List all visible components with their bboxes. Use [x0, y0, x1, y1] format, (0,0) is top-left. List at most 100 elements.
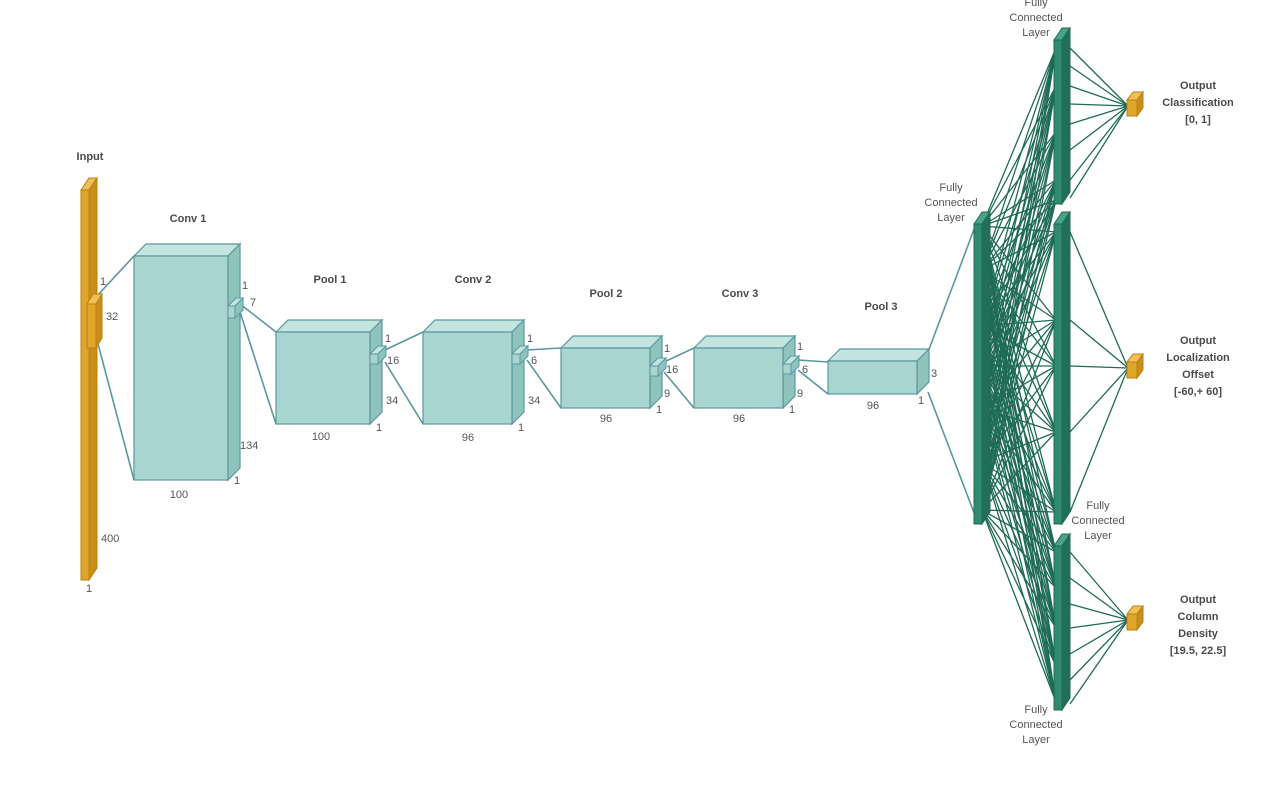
- dense-link-fc-bottom: [981, 461, 1057, 589]
- link-conv2-pool2-top: [526, 347, 562, 351]
- fc-mid-layer: [1053, 210, 1071, 526]
- link-pool1-conv2-bottom: [384, 361, 424, 425]
- pool1-height-dim: 34: [386, 395, 398, 407]
- input-window-top-dim: 1: [100, 276, 106, 288]
- dense-link-output-localization: [1069, 231, 1129, 369]
- fc-top-layer: [1053, 26, 1071, 206]
- dense-link-fc-mid: [981, 319, 1057, 511]
- fc-bottom-label-line3: Layer: [1022, 734, 1050, 746]
- link-pool3-fc-top: [927, 223, 977, 353]
- conv2-height-dim: 34: [528, 395, 540, 407]
- dense-link-fc-mid: [981, 365, 1057, 511]
- output-density-node: [1126, 604, 1144, 632]
- dense-connections: [981, 47, 1129, 705]
- pool3-width-dim: 96: [867, 400, 879, 412]
- conv3-depth-dim: 1: [789, 404, 795, 416]
- fc-bottom-label-line2: Connected: [1009, 719, 1062, 731]
- conv3-height-dim: 9: [797, 388, 803, 400]
- dense-link-output-density: [1069, 577, 1129, 621]
- output-classification-line1: Output: [1180, 80, 1216, 92]
- dense-link-output-classification: [1069, 85, 1129, 107]
- output-localization-line4: [-60,+ 60]: [1174, 386, 1222, 398]
- fc-bottom-label-line1: Fully: [1024, 704, 1048, 716]
- dense-link-fc-top: [981, 47, 1057, 409]
- output-localization-line3: Offset: [1182, 369, 1214, 381]
- pool3-block: [826, 347, 931, 396]
- conv3-kernel-size-dim: 6: [802, 364, 808, 376]
- pool1-title: Pool 1: [313, 274, 346, 286]
- link-conv3-pool3-bottom: [797, 369, 829, 395]
- dense-link-fc-top: [981, 47, 1057, 327]
- pool3-depth-dim: 1: [918, 395, 924, 407]
- pool3-height-dim: 3: [931, 368, 937, 380]
- dense-link-fc-bottom: [981, 461, 1057, 667]
- conv2-width-dim: 96: [462, 432, 474, 444]
- dense-link-output-density: [1069, 619, 1129, 681]
- pool1-depth-dim: 1: [376, 422, 382, 434]
- dense-link-fc-bottom: [981, 461, 1057, 703]
- pool2-title: Pool 2: [589, 288, 622, 300]
- dense-link-output-localization: [1069, 319, 1129, 369]
- link-pool1-conv2-top: [384, 331, 424, 351]
- dense-link-fc-top: [981, 85, 1057, 463]
- link-pool2-conv3-bottom: [663, 371, 695, 409]
- connection-lines: [96, 223, 977, 519]
- link-conv1-pool1-top: [239, 303, 277, 333]
- dense-link-fc-mid: [981, 431, 1057, 511]
- dense-link-fc-top: [981, 47, 1057, 271]
- dense-link-fc-top: [981, 131, 1057, 409]
- dense-link-fc-bottom: [981, 269, 1057, 589]
- dense-link-output-localization: [1069, 367, 1129, 433]
- conv2-depth-dim: 1: [518, 422, 524, 434]
- input-length-dim: 400: [101, 533, 119, 545]
- dense-link-output-classification: [1069, 65, 1129, 107]
- dense-link-fc-top: [981, 131, 1057, 511]
- output-density-line3: Density: [1178, 628, 1219, 640]
- dense-link-output-classification: [1069, 105, 1129, 181]
- fc-mid-label-line1: Fully: [1086, 500, 1110, 512]
- conv2-block: [421, 318, 530, 426]
- pool2-width-dim: 96: [600, 413, 612, 425]
- link-input-conv1-bottom: [96, 339, 135, 481]
- conv1-title: Conv 1: [170, 213, 207, 225]
- pool1-kernel-size-dim: 16: [387, 355, 399, 367]
- dense-link-fc-bottom: [981, 509, 1057, 589]
- link-conv3-pool3-top: [797, 359, 829, 363]
- fc-main-label-line1: Fully: [939, 182, 963, 194]
- fc-top-label-line1: Fully: [1024, 0, 1048, 9]
- dense-link-fc-top: [981, 85, 1057, 511]
- dense-link-fc-top: [981, 199, 1057, 511]
- conv2-title: Conv 2: [455, 274, 492, 286]
- dense-link-fc-bottom: [981, 509, 1057, 667]
- dense-link-fc-bottom: [981, 461, 1057, 629]
- dense-link-fc-bottom: [981, 269, 1057, 629]
- output-classification-line3: [0, 1]: [1185, 114, 1211, 126]
- output-localization-node: [1126, 352, 1144, 380]
- dense-link-output-classification: [1069, 105, 1129, 199]
- output-localization-line2: Localization: [1166, 352, 1230, 364]
- fc-main-layer: [973, 210, 991, 526]
- conv2-kernel-size-dim: 6: [531, 355, 537, 367]
- input-bottom-dim: 1: [86, 583, 92, 595]
- dense-link-output-density: [1069, 603, 1129, 621]
- dense-link-fc-top: [981, 179, 1057, 511]
- dense-link-output-density: [1069, 619, 1129, 655]
- conv3-kernel-top-dim: 1: [797, 341, 803, 353]
- pool2-kernel-size-dim: 16: [666, 364, 678, 376]
- dense-link-output-density: [1069, 551, 1129, 621]
- fc-top-label-line2: Connected: [1009, 12, 1062, 24]
- conv1-width-dim: 100: [170, 489, 188, 501]
- fc-main-label-line2: Connected: [924, 197, 977, 209]
- output-classification-node: [1126, 90, 1144, 118]
- link-conv2-pool2-bottom: [526, 359, 562, 409]
- conv3-block: [692, 334, 801, 410]
- pool2-height-dim: 9: [664, 388, 670, 400]
- dense-link-fc-top: [981, 47, 1057, 511]
- conv1-kernel-size-dim: 7: [250, 297, 256, 309]
- input-title: Input: [77, 151, 104, 163]
- dense-link-output-density: [1069, 619, 1129, 705]
- dense-link-fc-mid: [981, 461, 1057, 513]
- dense-link-fc-bottom: [981, 365, 1057, 589]
- conv3-title: Conv 3: [722, 288, 759, 300]
